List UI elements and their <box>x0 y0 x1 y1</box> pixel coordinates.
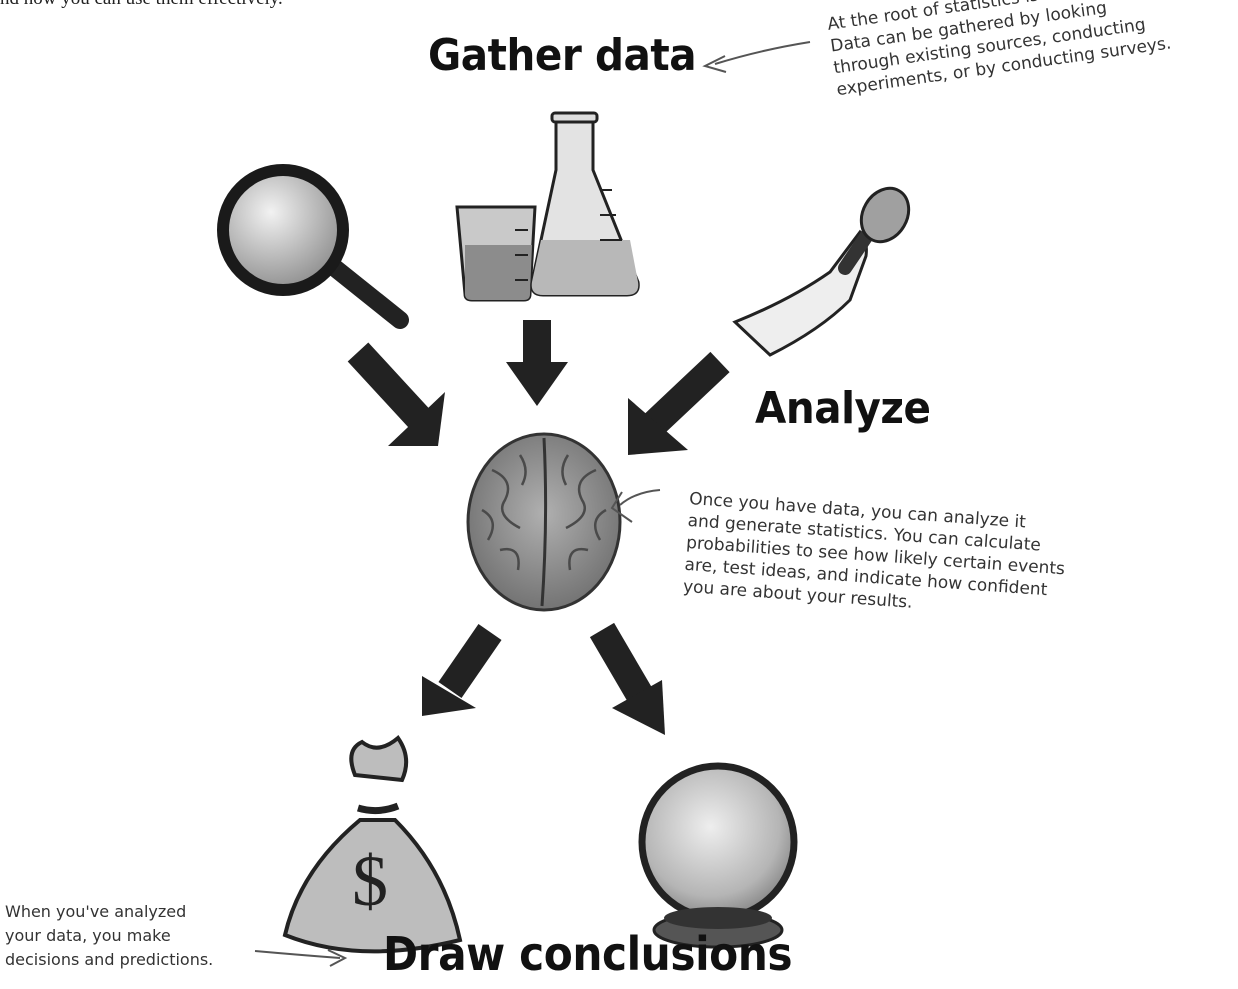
arrow-from-magnifier <box>347 342 445 446</box>
flask-icon <box>530 111 640 297</box>
note-pointer-conclude <box>254 949 348 967</box>
magnifying-glass-icon <box>217 164 409 329</box>
note-pointer-gather <box>702 41 811 73</box>
conclude-note-line: your data, you make <box>5 926 171 945</box>
arrow-to-money <box>422 624 502 716</box>
conclude-note-line: When you've analyzed <box>5 902 187 921</box>
analyze-heading: Analyze <box>755 383 931 434</box>
arrow-from-lab <box>506 320 568 406</box>
conclude-note: When you've analyzed your data, you make… <box>5 900 213 972</box>
gather-data-heading: Gather data <box>428 30 697 81</box>
beaker-icon <box>455 205 537 302</box>
arrow-from-microphone <box>628 351 730 455</box>
arrow-to-crystal-ball <box>589 622 665 735</box>
svg-text:$: $ <box>352 841 388 921</box>
crystal-ball-icon <box>638 762 798 949</box>
note-pointer-analyze <box>610 489 661 523</box>
conclude-note-line: decisions and predictions. <box>5 950 214 969</box>
brain-icon <box>466 432 622 612</box>
draw-conclusions-heading: Draw conclusions <box>383 927 793 981</box>
money-bag-icon: $ <box>282 735 463 954</box>
intro-text: nd how you can use them effectively. <box>0 0 283 10</box>
microphone-icon <box>732 186 911 357</box>
